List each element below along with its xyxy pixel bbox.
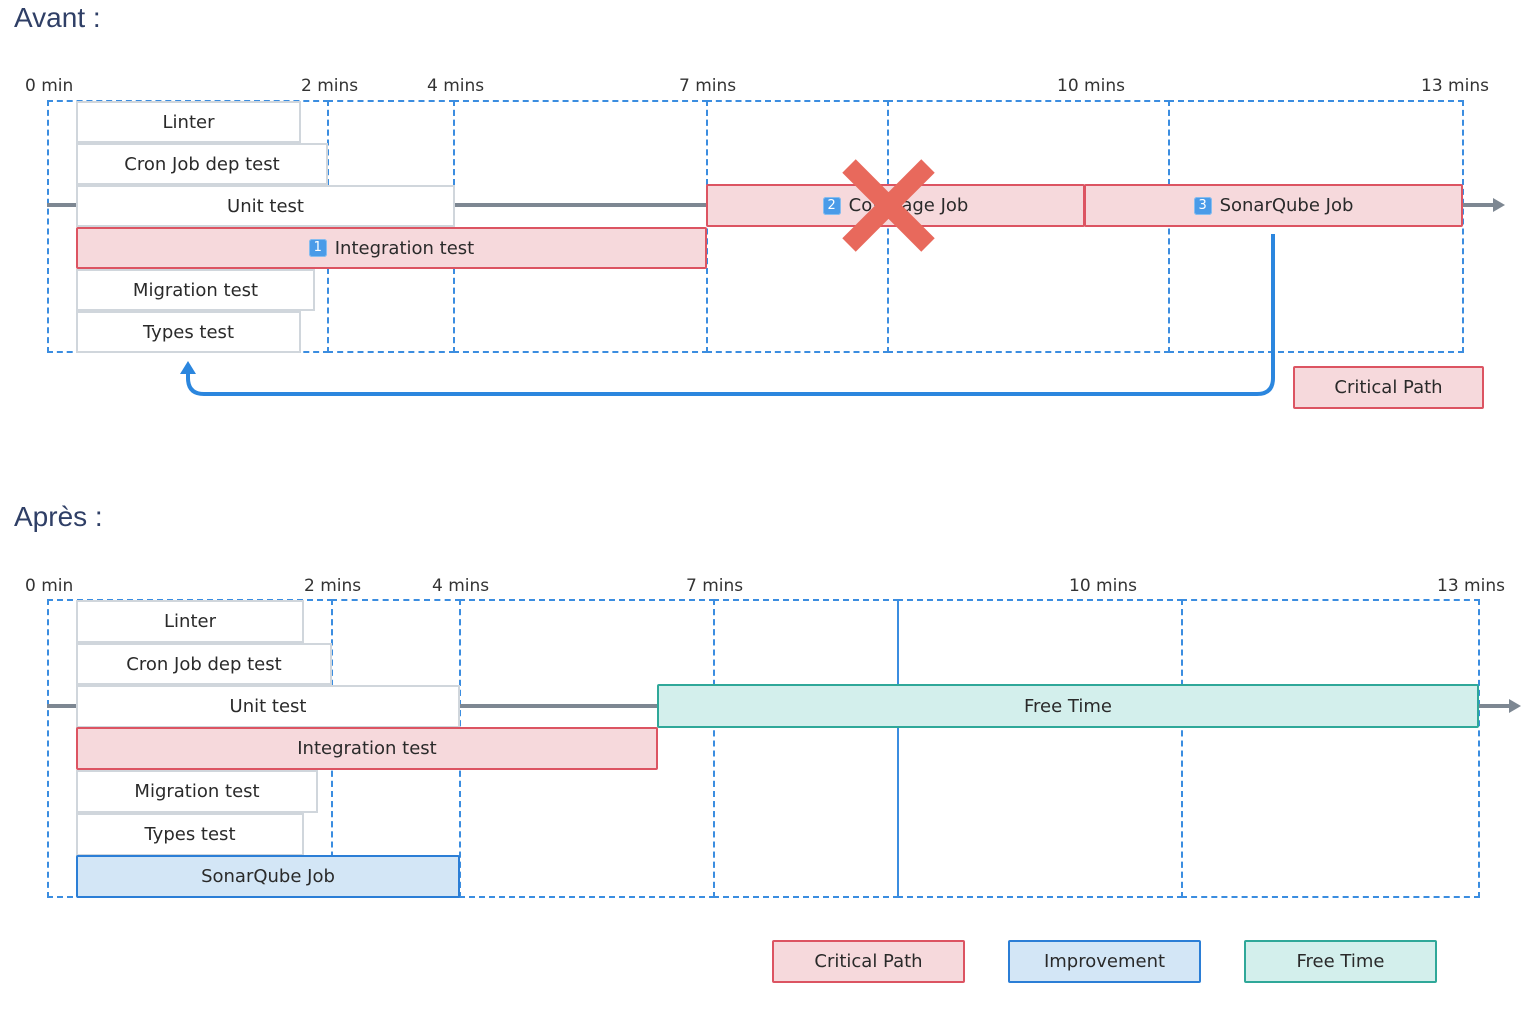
after-bar-free-label: Free Time	[1024, 695, 1112, 717]
before-tick-10: 10 mins	[1057, 76, 1125, 96]
step-3-badge: 3	[1193, 196, 1212, 215]
after-legend-critical-label: Critical Path	[814, 951, 923, 972]
after-bar-unit-test: Unit test	[76, 685, 460, 728]
after-tick-13: 13 mins	[1437, 576, 1505, 596]
after-legend-free-time: Free Time	[1244, 940, 1437, 983]
step-2-badge: 2	[822, 196, 841, 215]
after-bar-integration-label: Integration test	[297, 738, 437, 759]
after-heading: Après :	[14, 501, 103, 532]
after-tick-10: 10 mins	[1069, 576, 1137, 596]
after-bar-linter: Linter	[76, 600, 304, 643]
after-solid-divider	[897, 599, 899, 898]
before-bar-sonarqube-job: 3 SonarQube Job	[1084, 184, 1463, 227]
after-bar-migration-label: Migration test	[134, 781, 260, 802]
before-axis-arrow-icon	[1493, 198, 1505, 212]
after-axis-arrow-icon	[1509, 699, 1521, 713]
red-cross-icon	[842, 159, 935, 252]
after-legend-critical-path: Critical Path	[772, 940, 965, 983]
after-tick-4: 4 mins	[432, 576, 490, 596]
before-bar-linter: Linter	[76, 101, 301, 143]
before-legend-critical-label: Critical Path	[1334, 377, 1443, 398]
after-tick-7: 7 mins	[686, 576, 744, 596]
before-tick-4: 4 mins	[427, 76, 485, 96]
after-bar-linter-label: Linter	[164, 611, 216, 632]
before-bar-migration-test: Migration test	[76, 269, 315, 311]
before-bar-unit-test: Unit test	[76, 185, 455, 227]
before-tick-7: 7 mins	[679, 76, 737, 96]
before-tick-2: 2 mins	[301, 76, 359, 96]
before-bar-cron-label: Cron Job dep test	[124, 153, 280, 175]
after-legend-free-label: Free Time	[1296, 951, 1385, 972]
after-legend-improvement-label: Improvement	[1043, 951, 1166, 972]
before-bar-sonarqube-label: SonarQube Job	[1219, 195, 1354, 216]
before-bar-integration-label: Integration test	[334, 237, 475, 259]
after-grid-cell-8-10	[897, 599, 1183, 898]
after-bar-cron-label: Cron Job dep test	[126, 653, 282, 675]
after-legend-improvement: Improvement	[1008, 940, 1201, 983]
after-bar-cron-job-dep-test: Cron Job dep test	[76, 643, 332, 685]
after-bar-free-time: Free Time	[657, 684, 1479, 728]
after-bar-sonarqube-label: SonarQube Job	[201, 866, 335, 887]
after-bar-sonarqube-job: SonarQube Job	[76, 855, 460, 898]
before-heading: Avant :	[14, 2, 101, 33]
after-tick-0: 0 min	[25, 576, 74, 596]
after-grid-cell-7-8	[713, 599, 899, 898]
step-1-badge: 1	[308, 239, 327, 257]
before-bar-types-label: Types test	[142, 321, 234, 343]
before-bar-linter-label: Linter	[162, 111, 215, 133]
after-bar-integration-test: Integration test	[76, 727, 658, 770]
before-legend-critical-path: Critical Path	[1293, 366, 1484, 409]
after-bar-types-label: Types test	[144, 824, 236, 845]
before-bar-cron-job-dep-test: Cron Job dep test	[76, 143, 328, 185]
before-tick-0: 0 min	[25, 76, 74, 96]
before-bar-unit-label: Unit test	[227, 195, 304, 217]
after-grid-cell-10-13	[1181, 599, 1480, 898]
before-bar-types-test: Types test	[76, 311, 301, 353]
before-bar-migration-label: Migration test	[132, 279, 259, 301]
after-bar-types-test: Types test	[76, 813, 304, 856]
after-bar-migration-test: Migration test	[76, 770, 318, 813]
after-bar-unit-label: Unit test	[229, 696, 307, 717]
before-tick-13: 13 mins	[1421, 76, 1489, 96]
before-bar-integration-test: 1 Integration test	[76, 227, 707, 269]
after-tick-2: 2 mins	[304, 576, 362, 596]
return-arrow-icon	[180, 234, 1275, 396]
